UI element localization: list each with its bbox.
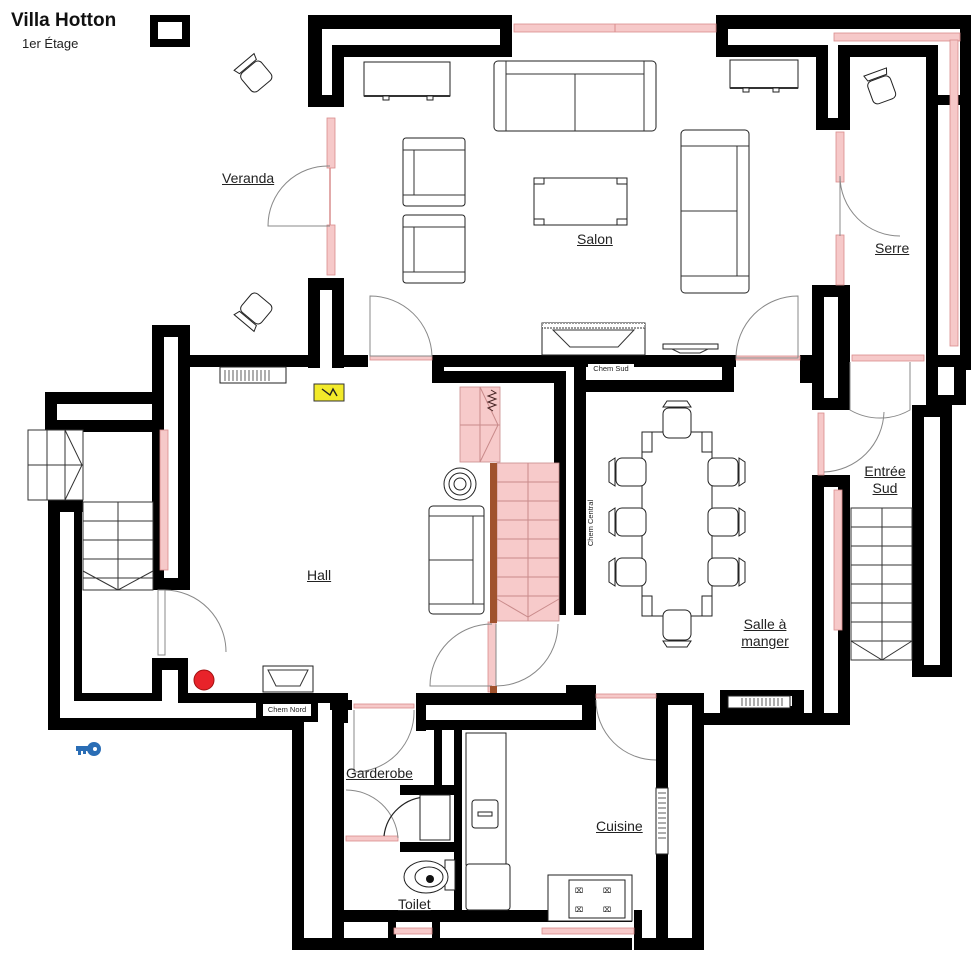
room-label-cuisine[interactable]: Cuisine [596,818,643,834]
room-label-toilet[interactable]: Toilet [398,896,431,912]
salle-line2: manger [741,633,789,649]
room-label-veranda[interactable]: Veranda [222,170,275,186]
radiator-salle [727,695,791,709]
stair-railing [490,463,497,623]
alarm-marker-icon[interactable] [193,669,215,691]
room-label-entree-sud[interactable]: Entrée Sud [862,463,908,497]
chimney-label-central: Chem Central [586,497,596,549]
floor-subtitle: 1er Étage [22,36,79,51]
key-icon[interactable] [76,742,101,756]
south-stairs [850,507,913,661]
plan-title: Villa Hotton [11,10,117,31]
room-label-serre[interactable]: Serre [875,240,910,256]
salon-furniture [363,59,799,356]
windows [159,23,961,935]
room-label-hall[interactable]: Hall [307,567,332,583]
walls [45,15,971,950]
chimney-label-sud: Chem Sud [588,364,634,374]
electric-panel-icon[interactable] [313,383,345,402]
salle-line1: Salle à [743,616,787,632]
chimney-label-nord: Chem Nord [264,705,310,715]
svg-text:⌧: ⌧ [575,906,583,914]
room-label-salle-a-manger[interactable]: Salle à manger [736,616,794,650]
hall-furniture [219,366,485,693]
central-stairs [459,386,560,693]
dining-table [608,400,746,648]
chair-veranda-top [233,52,273,93]
chair-serre [863,67,897,105]
svg-text:⌧: ⌧ [603,887,611,895]
entree-line2: Sud [872,480,898,496]
room-label-salon[interactable]: Salon [577,231,613,247]
entree-line1: Entrée [864,463,906,479]
toilet-fixture [403,859,456,894]
chair-veranda-bottom [233,292,273,333]
doors[interactable] [157,165,911,841]
room-label-garderobe[interactable]: Garderobe [346,765,413,781]
kitchen-furniture: ⌧ ⌧ ⌧ ⌧ [465,732,669,922]
small-pillar [150,15,190,47]
svg-text:⌧: ⌧ [575,887,583,895]
svg-text:⌧: ⌧ [603,906,611,914]
left-stairs [27,429,154,591]
